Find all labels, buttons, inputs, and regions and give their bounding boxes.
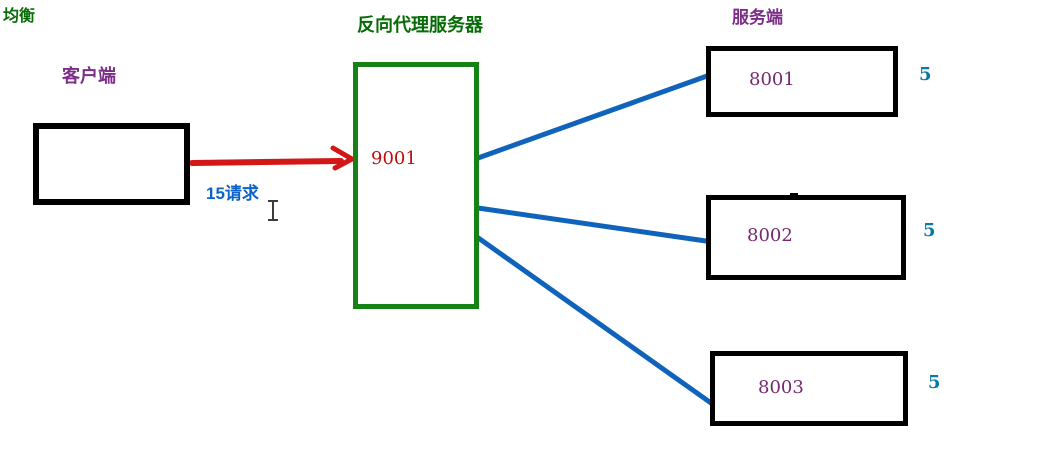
proxy-to-server-8002-line [475, 205, 709, 244]
server-box-8001 [706, 46, 898, 117]
request-arrow [189, 145, 355, 171]
server-port-8001: 8001 [749, 69, 795, 90]
request-arrow-head [330, 145, 355, 171]
proxy-to-server-8003-line [474, 234, 714, 406]
proxy-label: 反向代理服务器 [357, 15, 483, 35]
client-label: 客户端 [62, 66, 116, 86]
request-count-label: 15请求 [206, 184, 259, 203]
server-count-8001: 5 [919, 64, 932, 85]
proxy-box [353, 62, 479, 309]
server-box-8002 [706, 195, 906, 280]
server-port-8002: 8002 [747, 225, 793, 246]
balance-label: 均衡 [3, 8, 36, 25]
server-count-8002: 5 [923, 220, 936, 241]
proxy-port-label: 9001 [371, 148, 417, 169]
server-count-8003: 5 [928, 372, 941, 393]
i-beam-cursor-icon [268, 200, 278, 221]
client-box [33, 123, 190, 205]
stray-mark [790, 193, 798, 198]
server-port-8003: 8003 [758, 377, 804, 398]
server-box-8003 [710, 351, 908, 426]
proxy-to-server-8001-line [475, 73, 710, 161]
servers-label: 服务端 [732, 8, 783, 27]
request-arrow-shaft [189, 158, 344, 166]
